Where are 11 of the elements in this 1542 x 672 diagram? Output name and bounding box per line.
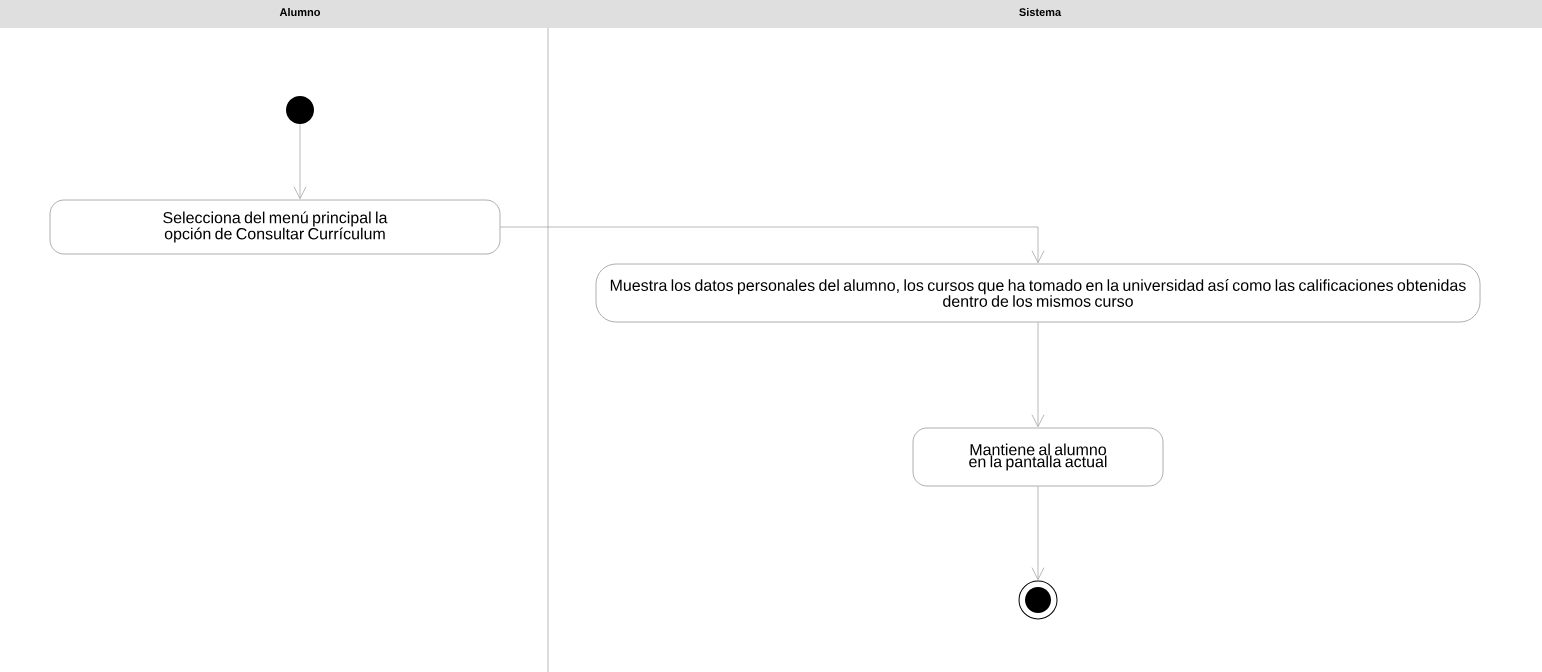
arrow <box>1031 322 1045 428</box>
arrow <box>293 123 307 200</box>
action-box: Mantiene al alumno en la pantalla actual <box>912 427 1164 487</box>
start-node <box>286 96 314 124</box>
end-node <box>1018 580 1058 620</box>
action-box: Selecciona del menú principal la opción de Consultar Currículum <box>49 199 501 255</box>
arrow <box>1031 486 1045 580</box>
lane-title: Alumno <box>279 7 321 17</box>
arrow <box>500 226 1045 264</box>
lane-title: Sistema <box>1019 7 1062 17</box>
action-box: Muestra los datos personales del alumno, los cursos que ha tomado en la universidad así como las calificaciones obtenidas dentro de los mismos curso <box>595 263 1481 323</box>
